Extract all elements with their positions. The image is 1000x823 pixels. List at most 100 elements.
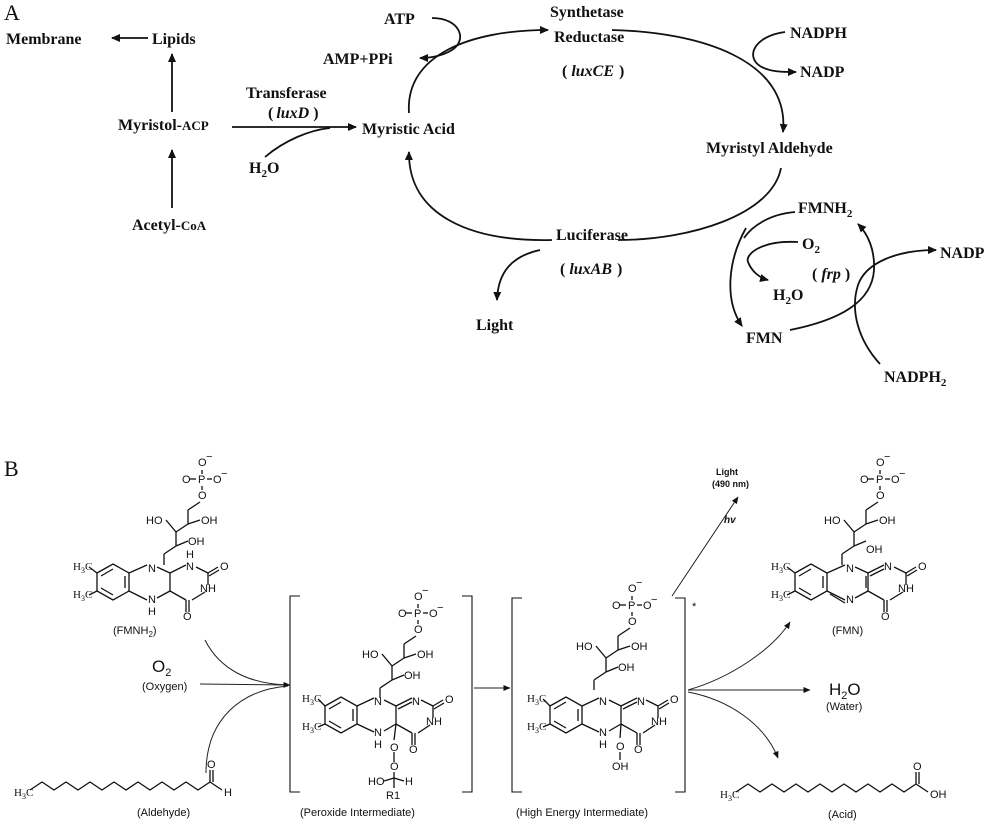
svg-text:OH: OH bbox=[188, 536, 205, 548]
svg-text:O: O bbox=[213, 474, 222, 486]
fmnh2-molecule: O − O P O − O HO OH OH bbox=[73, 451, 229, 623]
fmnh2-label: FMNH2 bbox=[798, 200, 853, 220]
peroxide-bracket-right bbox=[462, 595, 473, 793]
high-energy-bracket-left bbox=[511, 597, 522, 793]
aldehyde-input-arc bbox=[205, 685, 289, 774]
light-label-b: Light bbox=[716, 467, 738, 477]
svg-text:O: O bbox=[207, 759, 216, 771]
svg-text:H: H bbox=[224, 787, 232, 799]
svg-text:O: O bbox=[891, 474, 900, 486]
svg-text:N: N bbox=[846, 594, 854, 606]
svg-text:O: O bbox=[398, 608, 407, 620]
svg-text:P: P bbox=[628, 600, 635, 612]
svg-text:O: O bbox=[860, 474, 869, 486]
svg-text:N: N bbox=[412, 696, 420, 708]
svg-text:OH: OH bbox=[618, 662, 635, 674]
svg-text:H3C: H3C bbox=[73, 589, 92, 603]
svg-text:NH: NH bbox=[200, 583, 216, 595]
svg-text:H3C: H3C bbox=[771, 589, 790, 603]
svg-text:H3C: H3C bbox=[527, 693, 546, 707]
svg-text:N: N bbox=[374, 727, 382, 739]
svg-text:H3C: H3C bbox=[302, 721, 321, 735]
myristic-acid-label: Myristic Acid bbox=[362, 121, 455, 138]
svg-text:N: N bbox=[599, 727, 607, 739]
h2o-input-arc bbox=[264, 127, 331, 158]
svg-text:O: O bbox=[634, 744, 643, 756]
atp-label: ATP bbox=[384, 11, 415, 28]
reductase-label: Reductase bbox=[554, 29, 624, 46]
svg-text:N: N bbox=[884, 561, 892, 573]
luxab-label: (luxAB) bbox=[560, 261, 622, 278]
cycle-bottom-right-arc bbox=[617, 167, 782, 241]
svg-text:O: O bbox=[182, 474, 191, 486]
svg-text:NH: NH bbox=[898, 583, 914, 595]
fmn-label: FMN bbox=[746, 330, 783, 347]
acetyl-coa-label: Acetyl-CoA bbox=[132, 217, 207, 234]
h2o-label-b: H2O bbox=[829, 680, 861, 702]
h2o-right-label: H2O bbox=[773, 287, 803, 307]
peroxide-intermediate-molecule: O − O P O − O HO OH OH bbox=[302, 585, 454, 802]
svg-text:−: − bbox=[636, 577, 642, 589]
svg-text:O: O bbox=[876, 457, 885, 469]
svg-text:N: N bbox=[186, 561, 194, 573]
svg-text:H: H bbox=[374, 739, 382, 751]
synthetase-label: Synthetase bbox=[550, 4, 624, 21]
atp-amp-arc bbox=[419, 17, 462, 62]
peroxide-caption: (Peroxide Intermediate) bbox=[300, 807, 415, 819]
amp-ppi-label: AMP+PPi bbox=[323, 51, 393, 68]
svg-text:−: − bbox=[884, 451, 890, 463]
svg-text:O: O bbox=[628, 583, 637, 595]
svg-text:−: − bbox=[899, 468, 905, 480]
luxd-label: (luxD) bbox=[268, 105, 319, 122]
svg-text:N: N bbox=[846, 563, 854, 575]
wavelength-label: (490 nm) bbox=[712, 479, 749, 489]
svg-text:H: H bbox=[599, 739, 607, 751]
svg-text:OH: OH bbox=[930, 789, 947, 801]
svg-text:O: O bbox=[414, 591, 423, 603]
svg-text:NH: NH bbox=[426, 716, 442, 728]
svg-text:H3C: H3C bbox=[302, 693, 321, 707]
svg-text:OH: OH bbox=[879, 515, 896, 527]
frp-label: (frp) bbox=[812, 266, 850, 283]
light-emission-arrow bbox=[671, 496, 739, 597]
fmnh2-to-fmn-arc bbox=[729, 227, 747, 327]
svg-text:O: O bbox=[918, 561, 927, 573]
svg-text:O: O bbox=[876, 490, 885, 502]
svg-text:OH: OH bbox=[866, 544, 883, 556]
myristol-acp-label: Myristol-ACP bbox=[118, 117, 209, 134]
svg-text:O: O bbox=[183, 611, 192, 623]
water-caption: (Water) bbox=[826, 701, 862, 713]
panel-a: A Membrane Lipids Myristol-ACP Acetyl-Co… bbox=[4, 0, 985, 389]
svg-text:O: O bbox=[670, 694, 679, 706]
svg-text:−: − bbox=[206, 451, 212, 463]
cycle-top-left-arc bbox=[408, 26, 549, 114]
svg-text:HO: HO bbox=[824, 515, 841, 527]
nadph2-label: NADPH2 bbox=[884, 369, 947, 389]
svg-text:OH: OH bbox=[201, 515, 218, 527]
fmnh2-entry-arc bbox=[743, 211, 796, 239]
svg-text:P: P bbox=[876, 474, 883, 486]
acid-molecule: H3C O OH bbox=[720, 761, 947, 803]
fmn-caption: (FMN) bbox=[832, 625, 863, 637]
myristyl-aldehyde-label: Myristyl Aldehyde bbox=[706, 140, 833, 157]
svg-text:O: O bbox=[445, 694, 454, 706]
o2-label-b: O2 bbox=[152, 657, 171, 679]
svg-text:HO: HO bbox=[362, 649, 379, 661]
fmnh2-caption: (FMNH2) bbox=[113, 625, 157, 639]
o2-label: O2 bbox=[802, 236, 820, 256]
svg-text:HO: HO bbox=[576, 641, 593, 653]
h2o-label: H2O bbox=[249, 160, 279, 180]
excited-state-star: * bbox=[692, 601, 697, 613]
svg-text:N: N bbox=[599, 696, 607, 708]
aldehyde-molecule: H3C O H bbox=[14, 759, 232, 801]
panel-b: B O − O P O − O HO OH OH bbox=[4, 451, 947, 821]
svg-text:O: O bbox=[198, 490, 207, 502]
svg-text:−: − bbox=[437, 602, 443, 614]
svg-text:H3C: H3C bbox=[73, 561, 92, 575]
svg-text:H: H bbox=[148, 606, 156, 618]
svg-text:O: O bbox=[616, 741, 625, 753]
svg-text:N: N bbox=[637, 696, 645, 708]
lipids-label: Lipids bbox=[152, 31, 196, 48]
svg-text:H: H bbox=[186, 549, 194, 561]
